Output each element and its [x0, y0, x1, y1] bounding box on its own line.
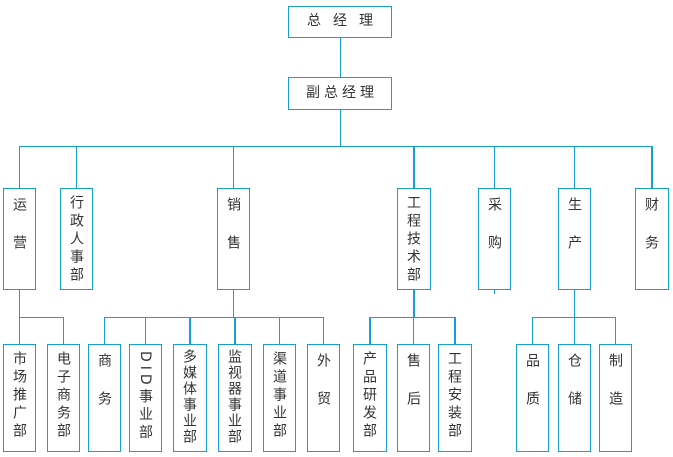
node-subdept-foreign-trade: 外贸部 [307, 344, 340, 452]
node-subdept-product-rd: 产品研发部 [353, 344, 387, 452]
node-dept-engineering-tech: 工程技术部 [397, 188, 431, 290]
node-subdept-marketing-promotion: 市场推广部 [3, 344, 36, 452]
connector-line [75, 146, 78, 188]
node-subdept-after-sales: 售后部 [397, 344, 430, 452]
connector-line [103, 316, 106, 344]
node-dept-sales: 销售部 [217, 188, 250, 290]
connector-line [493, 146, 496, 188]
node-dept-admin-hr: 行政人事部 [60, 188, 93, 290]
node-subdept-manufacturing: 制造部 [599, 344, 632, 452]
connector-line [339, 38, 341, 77]
connector-line [412, 316, 415, 344]
connector-line [278, 316, 281, 344]
connector-line [493, 290, 496, 294]
connector-line [234, 316, 236, 344]
node-subdept-did-division: DID事业部 [129, 344, 162, 452]
node-subdept-monitor-division: 监视器事业部 [218, 344, 252, 452]
connector-line [454, 316, 456, 344]
connector-line [573, 146, 576, 188]
connector-line [18, 146, 21, 188]
node-dept-finance: 财务部 [635, 188, 669, 290]
connector-line [189, 316, 191, 344]
node-subdept-quality: 品质部 [516, 344, 549, 452]
connector-line [614, 316, 617, 344]
connector-line [18, 316, 65, 318]
node-subdept-engineering-install: 工程安装部 [438, 344, 472, 452]
connector-line [103, 316, 325, 318]
node-dept-purchasing: 采购部 [478, 188, 511, 290]
connector-line [144, 316, 147, 344]
node-subdept-ecommerce: 电子商务部 [47, 344, 80, 452]
connector-line [19, 145, 652, 147]
connector-line [339, 110, 341, 146]
connector-line [232, 290, 235, 317]
node-subdept-business: 商务部 [88, 344, 121, 452]
node-general-manager: 总经理 [288, 6, 392, 38]
connector-line [322, 316, 325, 344]
node-subdept-warehouse: 仓储部 [558, 344, 591, 452]
connector-line [531, 316, 534, 344]
node-deputy-general-manager: 副总经理 [288, 77, 392, 110]
node-subdept-multimedia-division: 多媒体事业部 [173, 344, 207, 452]
node-dept-operations: 运营部 [3, 188, 36, 290]
connector-line [413, 290, 415, 317]
connector-line [413, 146, 415, 188]
connector-line [62, 316, 65, 344]
connector-line [573, 316, 576, 344]
connector-line [651, 146, 653, 188]
connector-line [573, 290, 576, 317]
node-dept-production: 生产部 [558, 188, 591, 290]
node-subdept-channel-division: 渠道事业部 [263, 344, 296, 452]
connector-line [369, 316, 371, 344]
connector-line [232, 146, 235, 188]
connector-line [369, 316, 456, 318]
